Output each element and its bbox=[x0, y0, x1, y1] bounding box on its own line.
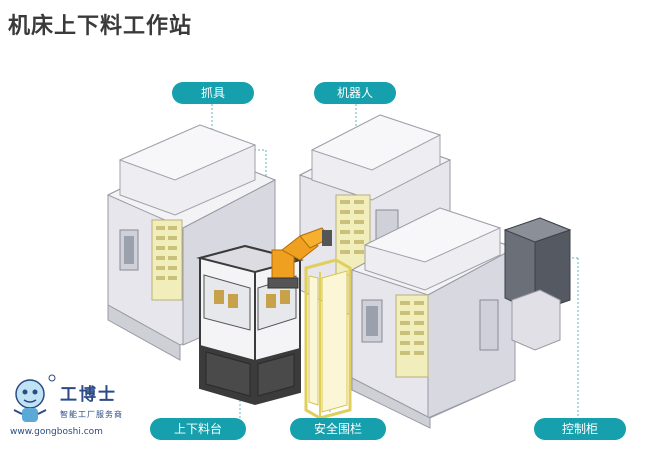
logo-slogan: 智能工厂服务商 bbox=[60, 410, 123, 419]
logo-url: www.gongboshi.com bbox=[10, 427, 103, 437]
label-gripper: 抓具 bbox=[172, 82, 254, 104]
control-cabinet-shape bbox=[503, 217, 572, 351]
label-robot: 机器人 bbox=[314, 82, 396, 104]
label-control-cabinet: 控制柜 bbox=[534, 418, 626, 440]
logo-brand: 工博士 bbox=[60, 385, 117, 405]
label-safety-fence: 安全围栏 bbox=[290, 418, 386, 440]
robot-shape bbox=[267, 227, 332, 289]
gongboshi-mascot-icon bbox=[13, 374, 56, 422]
safety-fence-shape bbox=[304, 258, 352, 420]
page-title: 机床上下料工作站 bbox=[8, 14, 193, 39]
machine-tool-right bbox=[350, 207, 517, 429]
label-loading-table: 上下料台 bbox=[150, 418, 246, 440]
